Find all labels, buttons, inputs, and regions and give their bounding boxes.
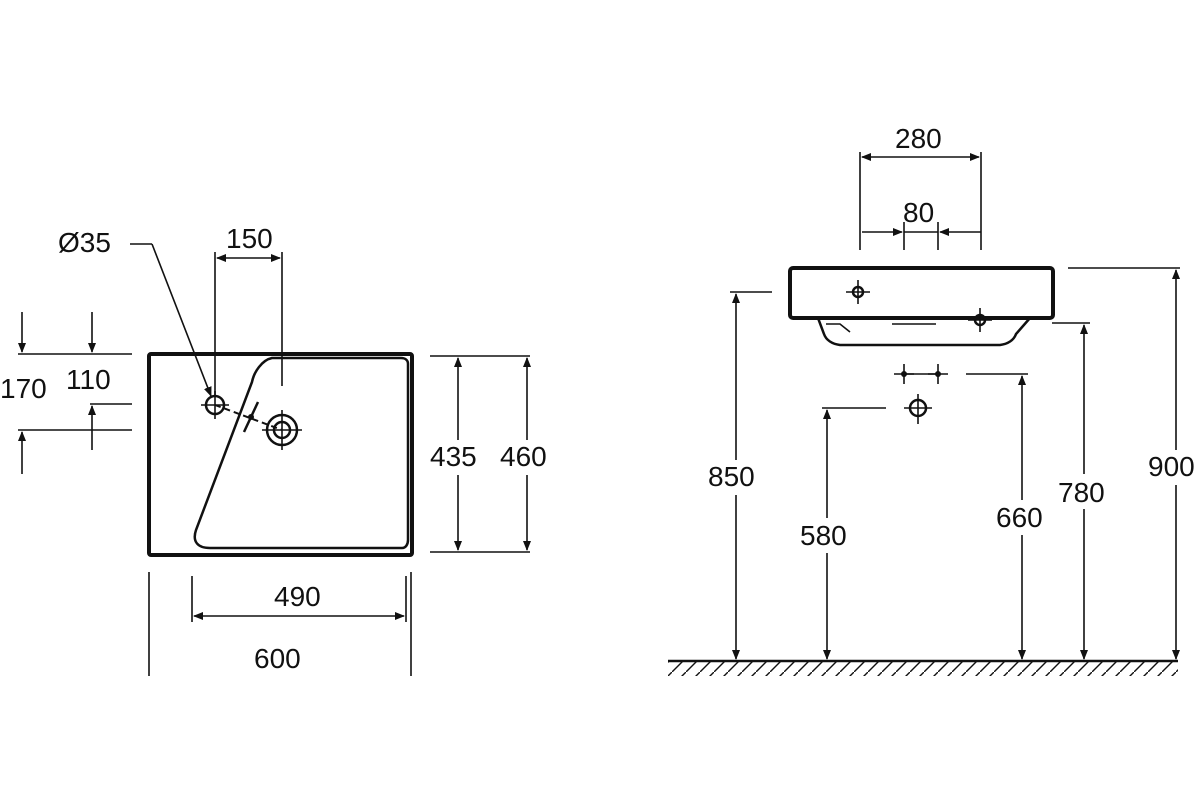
tap-hole-side-symbol: [846, 280, 870, 304]
depth-170-label: 170: [0, 373, 47, 404]
waste-outlet-point: [904, 394, 932, 424]
width-280-label: 280: [895, 123, 942, 154]
dia-leader: [151, 243, 212, 397]
link-dot: [248, 414, 254, 420]
basin-side-bowl: [816, 317, 1031, 347]
side-view: 280 80 850 580 660 780 900: [668, 123, 1195, 676]
height-900-label: 900: [1148, 451, 1195, 482]
floor-hatch: [668, 662, 1178, 676]
hole-diameter-label: Ø35: [58, 227, 111, 258]
outer-width-label: 600: [254, 643, 301, 674]
basin-side-detail: [826, 323, 851, 333]
basin-outer-outline: [147, 352, 414, 557]
height-850-label: 850: [708, 461, 755, 492]
height-580-label: 580: [800, 520, 847, 551]
outer-depth-label: 460: [500, 441, 547, 472]
overflow-symbol: [968, 308, 992, 332]
basin-side-outline: [788, 266, 1055, 320]
top-view: Ø35 150 170 110 435 460 490 600: [0, 223, 547, 676]
height-660-label: 660: [996, 502, 1043, 533]
depth-110-label: 110: [66, 364, 111, 395]
tap-to-drain-label: 150: [226, 223, 273, 254]
basin-inner-bowl: [193, 356, 410, 550]
width-80-label: 80: [903, 197, 934, 228]
height-780-label: 780: [1058, 477, 1105, 508]
inner-width-label: 490: [274, 581, 321, 612]
inner-depth-label: 435: [430, 441, 477, 472]
